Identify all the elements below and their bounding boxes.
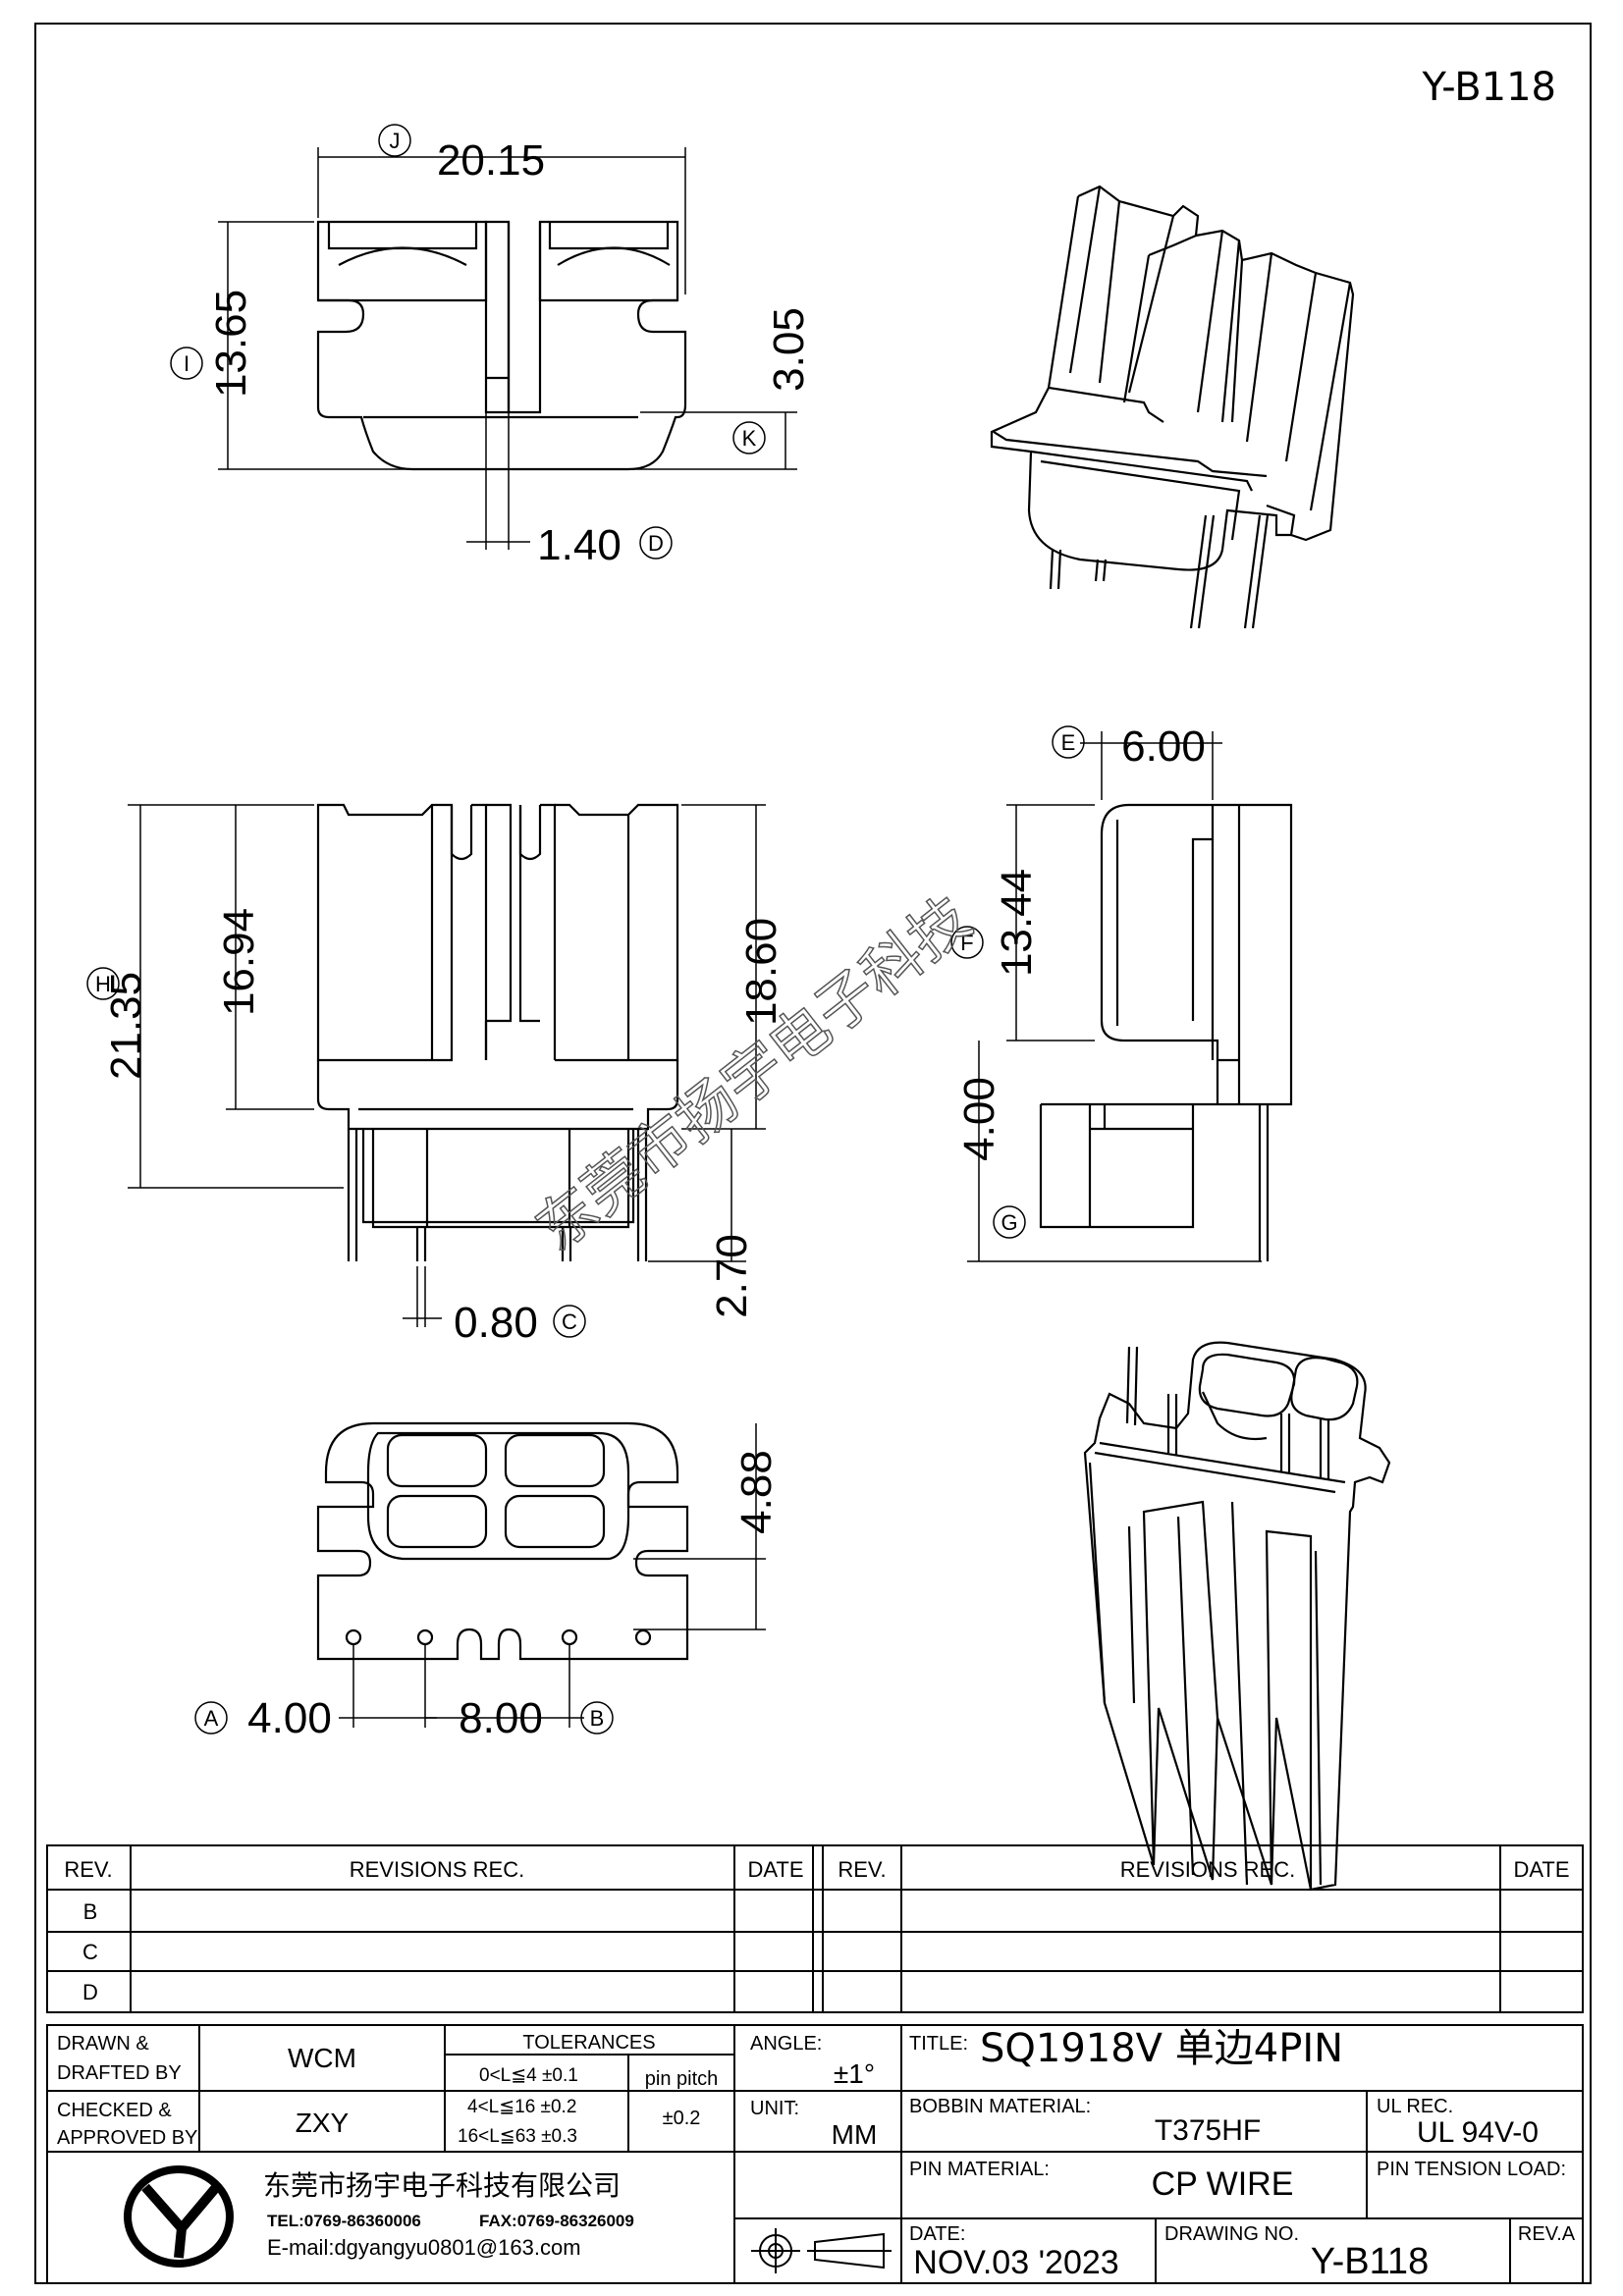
rec-header-right: REVISIONS REC. xyxy=(1120,1857,1295,1882)
dim-front-right: 18.60 xyxy=(737,918,785,1026)
pin-pitch-label: pin pitch xyxy=(645,2068,719,2090)
bottom-view xyxy=(316,1421,689,1661)
dim-front-pin-dia: 0.80 xyxy=(454,1299,538,1347)
rev-label: REV.A xyxy=(1518,2223,1576,2245)
rev-row-b: B xyxy=(83,1899,98,1924)
dim-top-slot: 1.40 xyxy=(537,521,622,569)
drawing-no-value: Y-B118 xyxy=(1311,2241,1429,2282)
dim-side-height: 13.44 xyxy=(993,869,1041,977)
ul-label: UL REC. xyxy=(1377,2096,1453,2117)
company-tel: TEL:0769-86360006 xyxy=(267,2212,421,2230)
dim-front-body: 16.94 xyxy=(215,908,263,1016)
dim-side-lower: 4.00 xyxy=(955,1077,1003,1161)
tolerance-1: 0<L≦4 ±0.1 xyxy=(479,2065,578,2086)
ref-side-lower: G xyxy=(1001,1210,1017,1235)
unit-value: MM xyxy=(832,2119,878,2150)
front-view xyxy=(316,803,679,1261)
title-label: TITLE: xyxy=(909,2033,968,2055)
ref-side-depth: E xyxy=(1061,730,1076,755)
dim-bottom-pitch-b: 8.00 xyxy=(459,1694,543,1742)
sheet-code: Y-B118 xyxy=(1422,65,1556,110)
front-view-dims xyxy=(86,804,766,1338)
tolerances-label: TOLERANCES xyxy=(522,2032,655,2054)
drawing-no-label: DRAWING NO. xyxy=(1164,2223,1299,2245)
pin-material-label: PIN MATERIAL: xyxy=(909,2159,1050,2180)
dim-side-depth: 6.00 xyxy=(1121,722,1206,771)
bobbin-value: T375HF xyxy=(1155,2114,1261,2147)
ul-value: UL 94V-0 xyxy=(1417,2116,1539,2149)
company-email: E-mail:dgyangyu0801@163.com xyxy=(267,2235,581,2260)
drawn-value: WCM xyxy=(288,2043,356,2073)
dim-front-total: 21.35 xyxy=(102,972,150,1080)
iso-view-top xyxy=(990,185,1355,629)
dim-top-width: 20.15 xyxy=(437,136,545,185)
ref-front-pin-dia: C xyxy=(562,1309,577,1334)
dim-front-pin-len: 2.70 xyxy=(708,1234,756,1318)
ref-top-height: I xyxy=(184,351,189,376)
pin-pitch-value: ±0.2 xyxy=(663,2108,701,2129)
dim-bottom-depth: 4.88 xyxy=(732,1450,781,1534)
revision-table xyxy=(46,1844,1584,2013)
ref-side-height: F xyxy=(960,931,973,955)
checked-label-1: CHECKED & xyxy=(57,2100,172,2121)
top-view-dims xyxy=(170,124,797,560)
ref-front-total: H xyxy=(95,972,111,996)
rev-row-d: D xyxy=(82,1980,98,2004)
unit-label: UNIT: xyxy=(750,2098,799,2119)
title-block xyxy=(46,2024,1584,2284)
tolerance-2: 4<L≦16 ±0.2 xyxy=(467,2097,576,2117)
checked-value: ZXY xyxy=(296,2108,350,2138)
bottom-view-dims xyxy=(194,1423,766,1735)
dim-top-step: 3.05 xyxy=(765,307,813,392)
title-value: SQ1918V 单边4PIN xyxy=(980,2026,1343,2071)
tolerance-3: 16<L≦63 ±0.3 xyxy=(458,2126,577,2147)
checked-label-2: APPROVED BY xyxy=(57,2127,197,2149)
iso-view-bottom xyxy=(1083,1341,1391,1892)
angle-value: ±1° xyxy=(834,2058,875,2089)
top-view xyxy=(316,220,687,471)
dim-top-height: 13.65 xyxy=(207,290,255,398)
drawn-label-2: DRAFTED BY xyxy=(57,2062,182,2084)
date-label: DATE: xyxy=(909,2223,965,2245)
company-name: 东莞市扬宇电子科技有限公司 xyxy=(263,2169,621,2202)
company-logo xyxy=(124,2165,234,2268)
ref-top-slot: D xyxy=(648,531,664,556)
rec-header-left: REVISIONS REC. xyxy=(350,1857,524,1882)
pin-material-value: CP WIRE xyxy=(1152,2165,1294,2203)
date-header-left: DATE xyxy=(747,1857,803,1882)
bobbin-label: BOBBIN MATERIAL: xyxy=(909,2096,1091,2117)
side-view xyxy=(1039,803,1293,1261)
rev-header-right: REV. xyxy=(838,1857,886,1882)
ref-top-width: J xyxy=(390,129,401,153)
rev-row-c: C xyxy=(82,1940,98,1964)
company-fax: FAX:0769-86326009 xyxy=(479,2212,634,2230)
drawn-label-1: DRAWN & xyxy=(57,2033,149,2055)
pin-tension-label: PIN TENSION LOAD: xyxy=(1377,2159,1566,2180)
dim-bottom-pitch-a: 4.00 xyxy=(247,1694,332,1742)
date-value: NOV.03 '2023 xyxy=(913,2244,1118,2281)
ref-bottom-pitch-a: A xyxy=(204,1706,219,1731)
rev-header-left: REV. xyxy=(64,1857,112,1882)
angle-label: ANGLE: xyxy=(750,2033,822,2055)
ref-bottom-pitch-b: B xyxy=(590,1706,605,1731)
projection-symbol xyxy=(751,2228,892,2273)
date-header-right: DATE xyxy=(1513,1857,1569,1882)
side-view-dims xyxy=(950,725,1262,1262)
ref-top-step: K xyxy=(742,426,757,451)
